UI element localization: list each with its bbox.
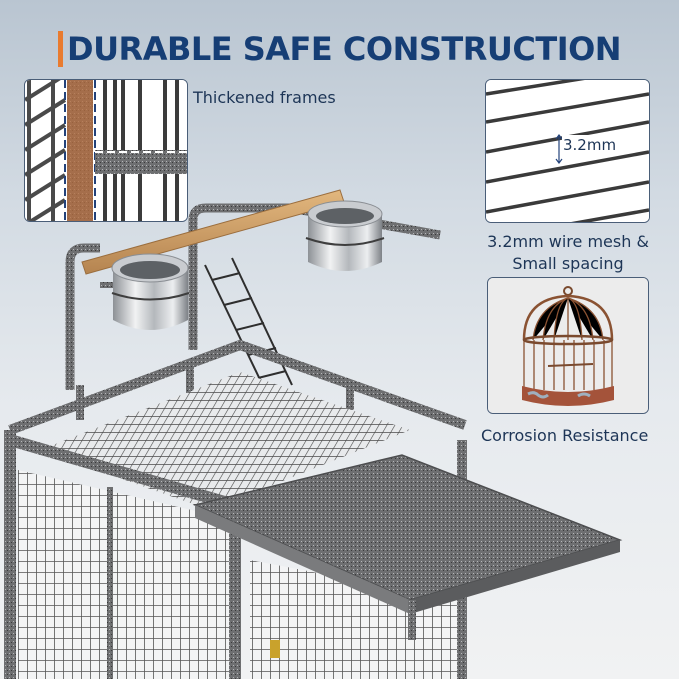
- label-thickened-frames: Thickened frames: [193, 88, 336, 107]
- label-wire-mesh-line1: 3.2mm wire mesh &: [487, 232, 649, 251]
- inset-wire-mesh: 3.2mm: [485, 79, 650, 223]
- label-wire-mesh: 3.2mm wire mesh & Small spacing: [482, 231, 654, 275]
- feeding-cup-left: [111, 253, 190, 330]
- feeding-cup-right: [305, 200, 385, 271]
- page-title: DURABLE SAFE CONSTRUCTION: [67, 30, 622, 68]
- wire-mesh-closeup-image: 3.2mm: [486, 80, 649, 222]
- measure-label: 3.2mm: [563, 136, 616, 154]
- inset-thickened-frames: [24, 79, 188, 222]
- label-wire-mesh-line2: Small spacing: [512, 254, 624, 273]
- inset-corrosion: [487, 277, 649, 414]
- rusty-birdcage-image: [488, 278, 648, 413]
- title-block: DURABLE SAFE CONSTRUCTION: [58, 27, 622, 71]
- frame-closeup-image: [25, 80, 187, 221]
- title-accent-bar: [58, 31, 63, 67]
- label-corrosion: Corrosion Resistance: [481, 426, 649, 445]
